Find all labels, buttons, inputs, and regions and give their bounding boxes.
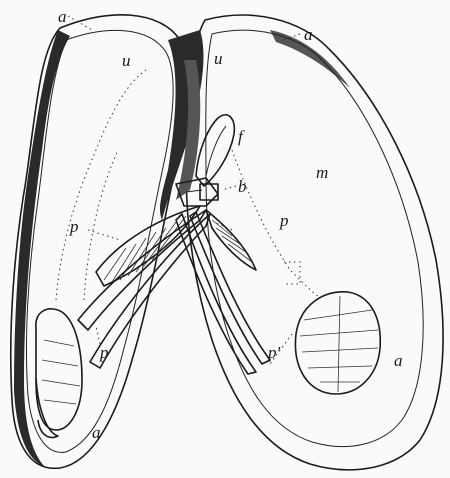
hinge-ligament bbox=[160, 30, 203, 220]
gills-right bbox=[176, 210, 270, 374]
foot bbox=[196, 115, 234, 186]
label-m: m bbox=[316, 163, 328, 182]
label-a-lower-left: a bbox=[92, 423, 101, 442]
label-p-left: p bbox=[69, 217, 79, 236]
label-f: f bbox=[238, 127, 245, 146]
label-u-left: u bbox=[122, 51, 131, 70]
posterior-adductor-right bbox=[295, 292, 380, 394]
label-p-lower-left: p bbox=[99, 343, 109, 362]
label-p-right: p bbox=[279, 211, 289, 230]
right-shell-valve bbox=[186, 15, 443, 470]
label-u-right: u bbox=[214, 49, 223, 68]
label-p-prime: p' bbox=[267, 343, 281, 362]
label-a-lower-right: a bbox=[394, 351, 403, 370]
posterior-adductor-left bbox=[36, 309, 82, 438]
label-b: b bbox=[238, 177, 247, 196]
label-a-top-left: a bbox=[58, 7, 67, 26]
label-a-top-right: a bbox=[304, 25, 313, 44]
gills-left bbox=[78, 206, 210, 368]
